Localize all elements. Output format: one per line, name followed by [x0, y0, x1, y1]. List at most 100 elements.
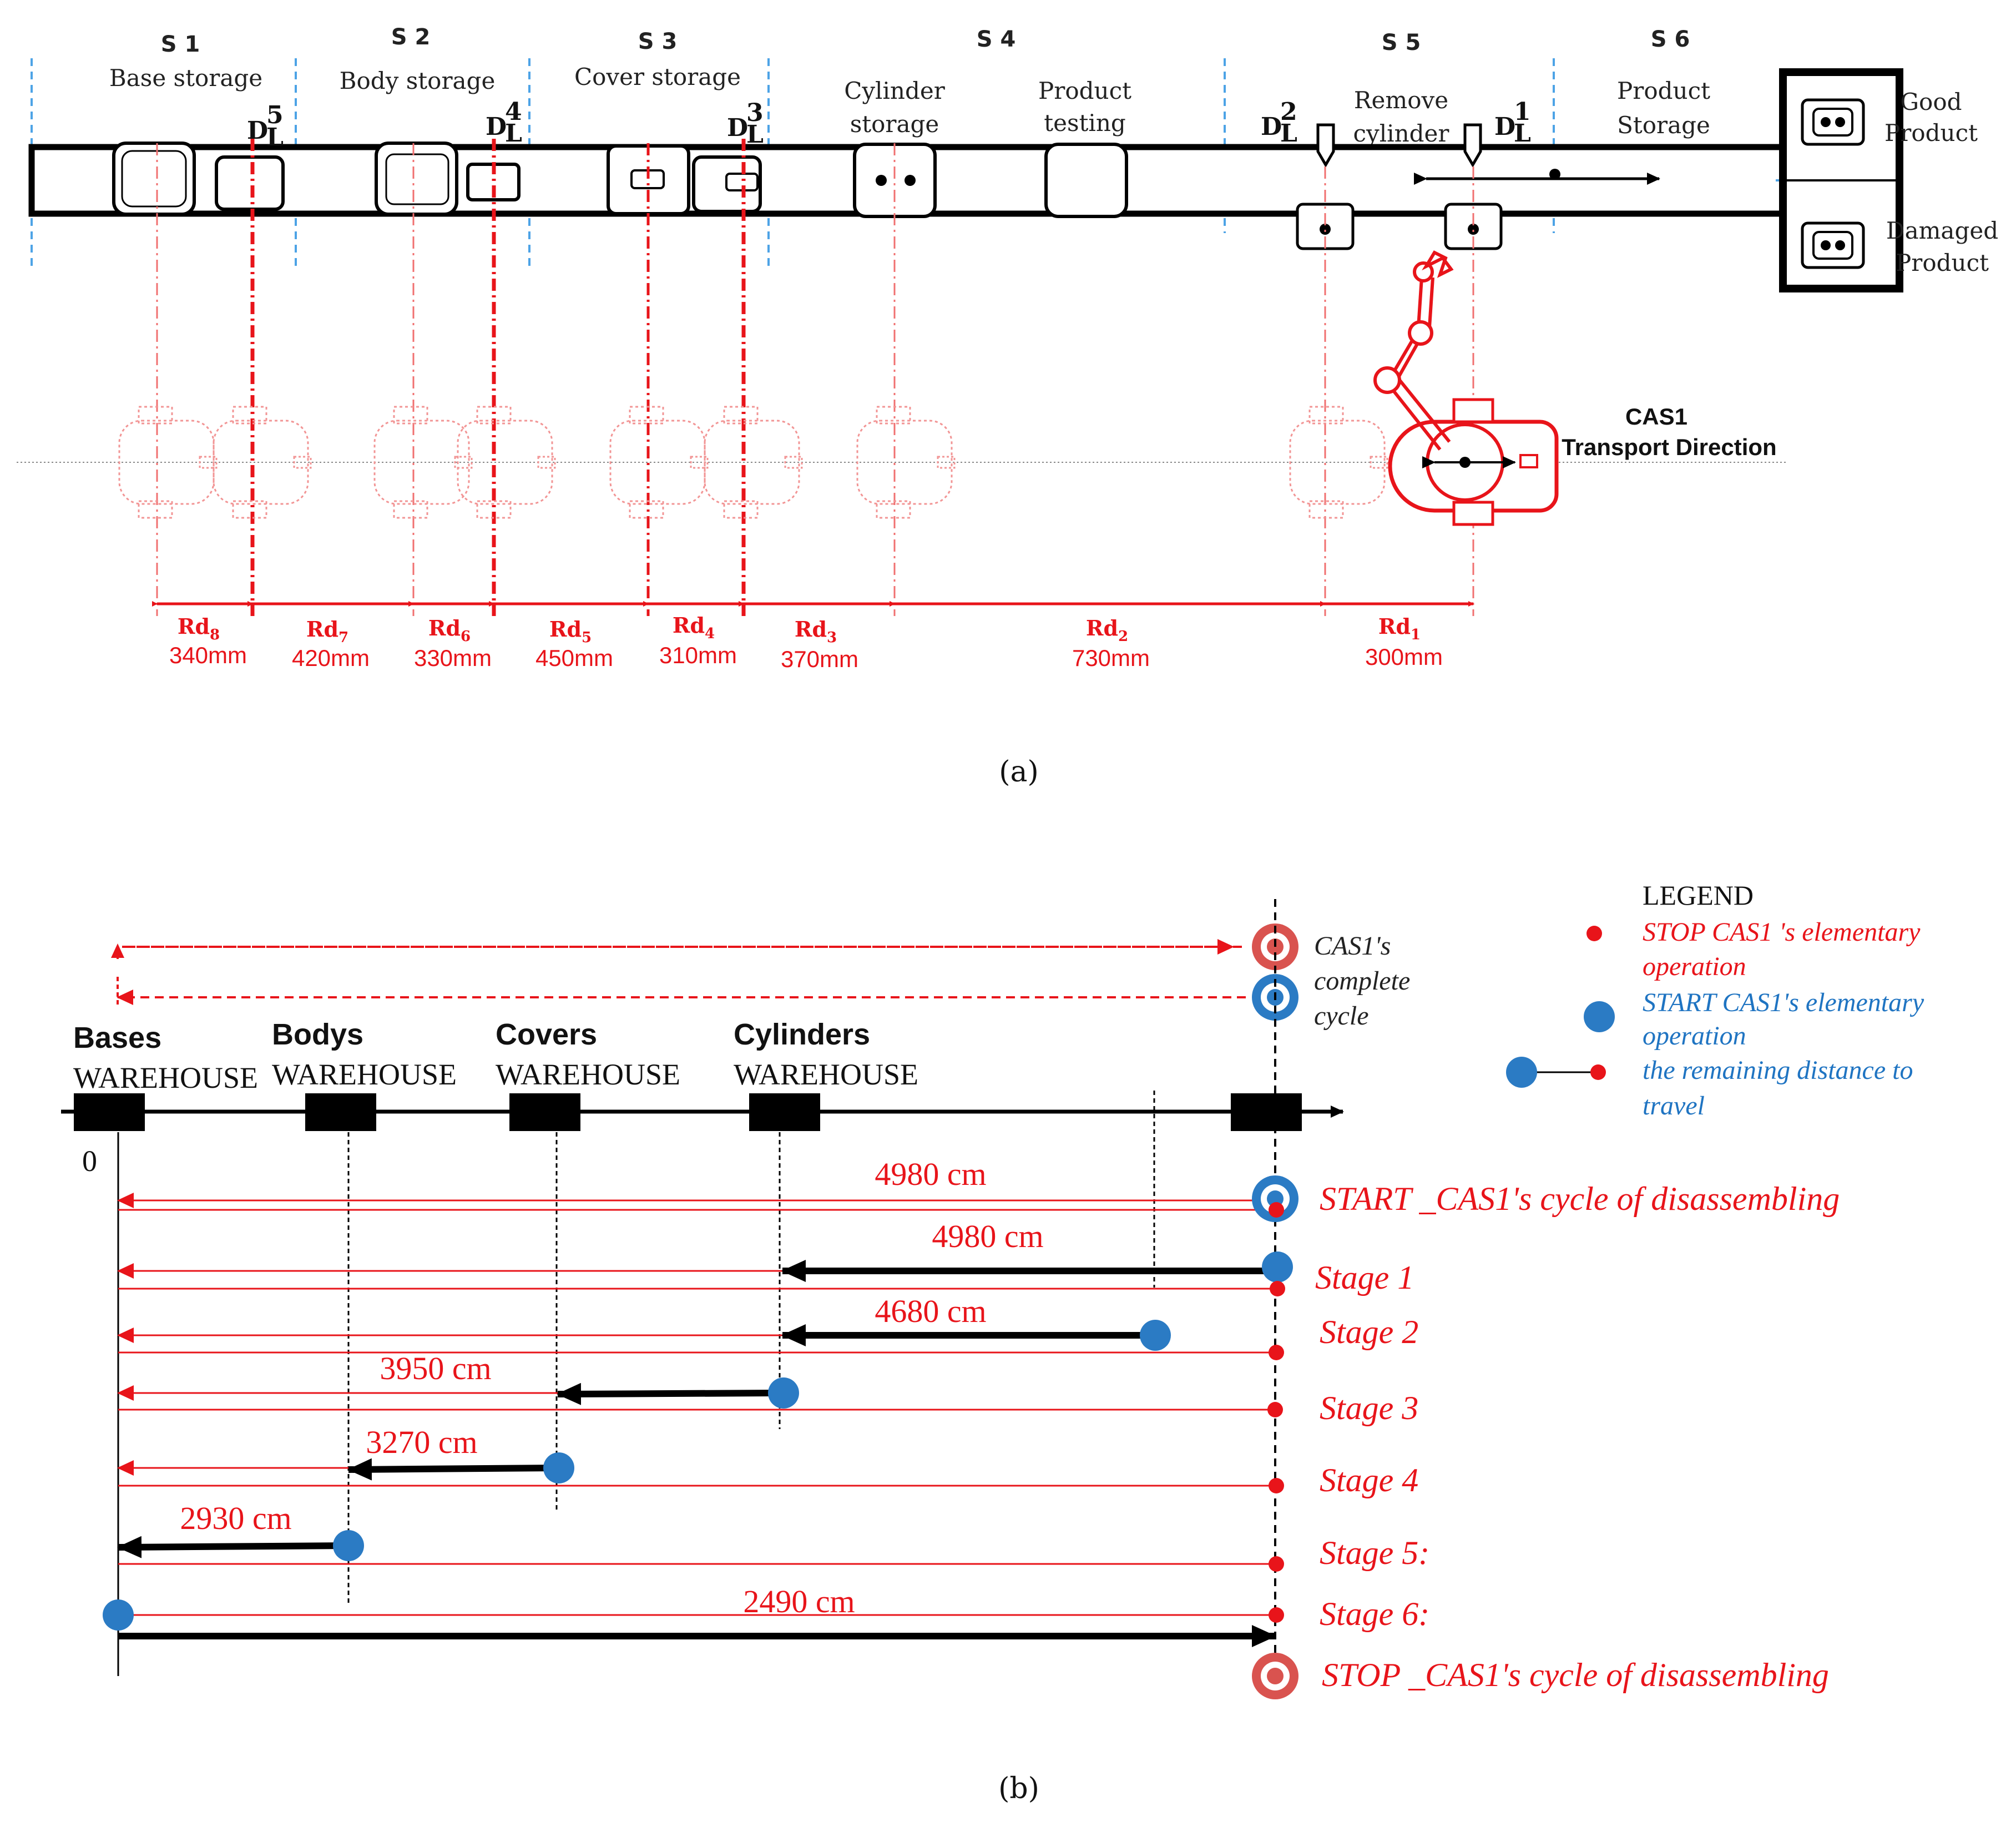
svg-text:Rd8: Rd8 — [178, 614, 220, 643]
section-label-product: Product — [1038, 77, 1131, 104]
warehouse-cylinders-name: Cylinders — [734, 1018, 870, 1051]
stop-ring-icon — [1252, 1653, 1298, 1699]
svg-text:D: D — [1261, 113, 1282, 141]
svg-text:Rd1: Rd1 — [1378, 614, 1421, 643]
section-label-cylinder: Cylinder — [844, 77, 946, 104]
row-stage-3-label: Stage 3 — [1320, 1390, 1418, 1426]
legend-start-2: operation — [1643, 1021, 1746, 1051]
legend-start-1: START CAS1's elementary — [1643, 988, 1924, 1017]
good-label-2: Product — [1884, 119, 1978, 147]
warehouse-bodys-name: Bodys — [272, 1018, 363, 1051]
svg-text:D: D — [727, 114, 748, 142]
legend-stop-2: operation — [1643, 952, 1746, 981]
sensor-d1 — [1463, 123, 1482, 168]
cycle-label-3: cycle — [1314, 1001, 1369, 1031]
section-label-cylinder-remove: cylinder — [1353, 120, 1450, 147]
output-box — [1779, 68, 1903, 292]
rd8-label: Rd8 340mm — [169, 614, 247, 668]
row-stage-3 — [117, 1377, 1283, 1417]
section-label-remove: Remove — [1354, 87, 1448, 114]
robot-name: CAS1 — [1625, 403, 1687, 430]
section-label-product-s6: Product — [1617, 77, 1710, 104]
svg-text:Rd3: Rd3 — [795, 617, 837, 646]
row-stage-2-distance: 4680 cm — [875, 1293, 986, 1329]
row-stage-5-label: Stage 5: — [1320, 1535, 1429, 1571]
svg-text:L: L — [746, 120, 764, 149]
damaged-label-1: Damaged — [1886, 217, 1998, 244]
warehouse-bodys-sub: WAREHOUSE — [272, 1058, 457, 1091]
section-label-storage-s6: Storage — [1617, 112, 1710, 139]
warehouse-covers-sub: WAREHOUSE — [496, 1058, 680, 1091]
svg-text:370mm: 370mm — [781, 646, 858, 672]
legend-start-dot-icon — [1584, 1001, 1615, 1032]
row-stage-5 — [117, 1530, 1284, 1572]
row-stage-1-label: Stage 1 — [1315, 1259, 1414, 1296]
row-stage-4 — [117, 1452, 1284, 1493]
svg-text:Rd6: Rd6 — [428, 615, 471, 645]
legend-stop-1: STOP CAS1 's elementary — [1643, 917, 1921, 947]
rd7-label: Rd7 420mm — [292, 617, 370, 671]
svg-text:Rd5: Rd5 — [549, 617, 592, 646]
svg-text:2: 2 — [1280, 98, 1297, 126]
svg-text:3: 3 — [746, 99, 764, 127]
svg-text:D: D — [1494, 113, 1515, 141]
row-stage-6 — [103, 1599, 1284, 1647]
panel-a: S 1 S 2 S 3 S 4 S 5 S 6 Base storage Bod… — [17, 24, 1998, 789]
detector-d3: D L 3 — [727, 99, 764, 149]
section-id-s5: S 5 — [1382, 30, 1421, 55]
section-label-cover-storage: Cover storage — [574, 63, 741, 90]
warehouse-bases-name: Bases — [73, 1021, 161, 1054]
legend-remaining-2: travel — [1643, 1091, 1705, 1121]
row-stage-6-distance: 2490 cm — [743, 1583, 855, 1619]
section-label-body-storage: Body storage — [340, 67, 496, 94]
guide-lines — [117, 1091, 1155, 1676]
cycle-label-2: complete — [1314, 966, 1410, 996]
detector-d4: D L 4 — [486, 98, 522, 148]
warehouse-covers-name: Covers — [496, 1018, 597, 1051]
svg-text:D: D — [486, 113, 507, 141]
cycle-label-1: CAS1's — [1314, 931, 1391, 961]
caption-b: (b) — [998, 1772, 1039, 1805]
section-id-s6: S 6 — [1651, 27, 1690, 52]
rd5-label: Rd5 450mm — [535, 617, 613, 671]
sensor-d2 — [1316, 123, 1335, 168]
origin-label: 0 — [82, 1144, 97, 1178]
row-stage-1-distance: 4980 cm — [932, 1218, 1043, 1254]
svg-text:Rd4: Rd4 — [673, 613, 715, 642]
row-stage-4-distance: 3270 cm — [366, 1424, 477, 1460]
good-label-1: Good — [1900, 88, 1962, 115]
svg-text:1: 1 — [1514, 98, 1531, 126]
legend-remaining-start-icon — [1506, 1057, 1537, 1088]
svg-text:450mm: 450mm — [535, 645, 613, 671]
legend-title: LEGEND — [1643, 880, 1754, 911]
detector-d2: D L 2 — [1261, 98, 1297, 148]
legend-remaining-1: the remaining distance to — [1643, 1056, 1913, 1085]
section-id-s3: S 3 — [638, 29, 678, 54]
stop-cycle-label: STOP _CAS1's cycle of disassembling — [1322, 1657, 1829, 1693]
svg-text:420mm: 420mm — [292, 645, 370, 671]
svg-text:730mm: 730mm — [1072, 645, 1150, 671]
legend: LEGEND STOP CAS1 's elementary operation… — [1506, 880, 1924, 1121]
legend-remaining-end-icon — [1590, 1064, 1606, 1080]
svg-text:5: 5 — [266, 101, 284, 129]
svg-text:L: L — [1514, 119, 1531, 148]
section-label-base-storage: Base storage — [109, 64, 262, 92]
rd4-label: Rd4 310mm — [659, 613, 737, 668]
svg-text:L: L — [1280, 119, 1297, 148]
damaged-label-2: Product — [1896, 249, 1989, 276]
robot-cas1 — [1373, 250, 1559, 526]
detector-d1: D L 1 — [1494, 98, 1531, 148]
section-label-storage: storage — [850, 110, 939, 138]
legend-stop-dot-icon — [1586, 926, 1602, 941]
svg-text:4: 4 — [505, 98, 522, 126]
svg-text:330mm: 330mm — [414, 645, 492, 671]
row-stage-2 — [117, 1320, 1284, 1360]
warehouse-bases-sub: WAREHOUSE — [73, 1061, 258, 1094]
caption-a: (a) — [999, 755, 1039, 789]
section-id-s1: S 1 — [161, 32, 200, 57]
rd3-label: Rd3 370mm — [781, 617, 858, 672]
svg-text:340mm: 340mm — [169, 642, 247, 668]
row-stage-1 — [117, 1251, 1293, 1296]
row-stage-4-label: Stage 4 — [1320, 1462, 1418, 1498]
